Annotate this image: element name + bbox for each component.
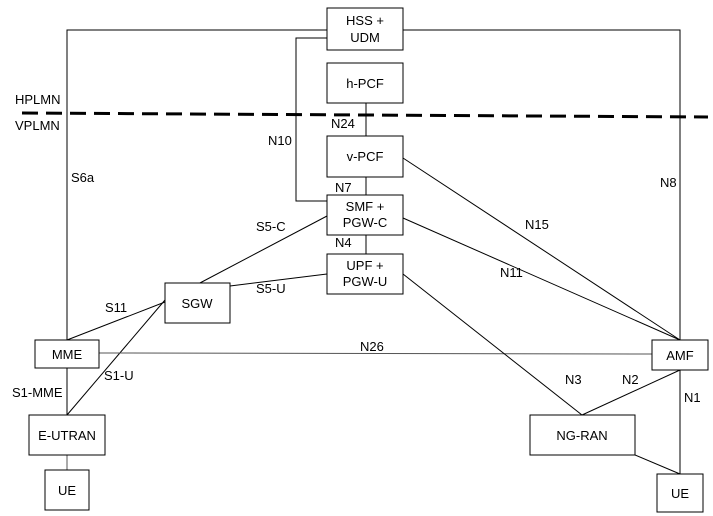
smf-pgwc-label-line1: SMF +	[346, 199, 385, 214]
sgw-node: SGW	[164, 282, 231, 324]
edge-ngran-ue	[634, 454, 681, 475]
label-s1u: S1-U	[104, 368, 134, 383]
h-pcf-label: h-PCF	[346, 76, 384, 91]
mme-node: MME	[34, 339, 100, 369]
edge-n2	[581, 369, 681, 416]
label-s5u: S5-U	[256, 281, 286, 296]
label-n8: N8	[660, 175, 677, 190]
edge-s11	[66, 301, 166, 341]
edge-s6a	[66, 29, 327, 340]
v-pcf-node: v-PCF	[326, 135, 404, 178]
e-utran-label: E-UTRAN	[38, 428, 96, 443]
plmn-boundary-line	[21, 111, 709, 119]
amf-node: AMF	[651, 339, 709, 371]
edge-n3	[402, 273, 583, 416]
hss-udm-label-line2: UDM	[350, 30, 380, 45]
label-n3: N3	[565, 372, 582, 387]
ng-ran-node: NG-RAN	[529, 414, 636, 456]
label-n15: N15	[525, 217, 549, 232]
ue-right-node: UE	[656, 473, 704, 513]
edge-s5c	[197, 215, 328, 285]
upf-pgwu-node: UPF + PGW-U	[326, 253, 404, 295]
label-n24: N24	[331, 116, 355, 131]
amf-label: AMF	[666, 348, 694, 363]
interface-labels: S6a N8 N10 N24 N7 N4 N15 N11 S5-C S5-U S…	[12, 116, 701, 405]
label-n26: N26	[360, 339, 384, 354]
v-pcf-label: v-PCF	[347, 149, 384, 164]
label-s11: S11	[105, 300, 127, 315]
edge-s5u	[229, 273, 328, 287]
ue-left-label: UE	[58, 483, 76, 498]
sgw-label: SGW	[181, 296, 213, 311]
label-n4: N4	[335, 235, 352, 250]
connections	[66, 29, 681, 475]
label-s6a: S6a	[71, 170, 95, 185]
ng-ran-label: NG-RAN	[556, 428, 607, 443]
edge-s1u	[66, 299, 166, 416]
edge-n15	[402, 157, 681, 341]
hss-udm-node: HSS + UDM	[326, 7, 404, 51]
label-s5c: S5-C	[256, 219, 286, 234]
e-utran-node: E-UTRAN	[28, 414, 106, 456]
hss-udm-label-line1: HSS +	[346, 13, 384, 28]
edge-n10	[295, 37, 327, 202]
edge-n11	[402, 217, 681, 341]
ue-left-node: UE	[44, 469, 90, 511]
smf-pgwc-node: SMF + PGW-C	[326, 194, 404, 236]
vplmn-label: VPLMN	[15, 118, 60, 133]
upf-pgwu-label-line1: UPF +	[346, 258, 383, 273]
h-pcf-node: h-PCF	[326, 62, 404, 104]
label-n10: N10	[268, 133, 292, 148]
label-n7: N7	[335, 180, 352, 195]
label-n11: N11	[500, 265, 523, 280]
label-n1: N1	[684, 390, 701, 405]
mme-label: MME	[52, 347, 83, 362]
smf-pgwc-label-line2: PGW-C	[343, 215, 388, 230]
label-n2: N2	[622, 372, 639, 387]
edge-n26	[98, 352, 653, 355]
hplmn-label: HPLMN	[15, 92, 61, 107]
label-s1mme: S1-MME	[12, 385, 63, 400]
ue-right-label: UE	[671, 486, 689, 501]
upf-pgwu-label-line2: PGW-U	[343, 274, 388, 289]
edge-n8	[403, 29, 681, 340]
